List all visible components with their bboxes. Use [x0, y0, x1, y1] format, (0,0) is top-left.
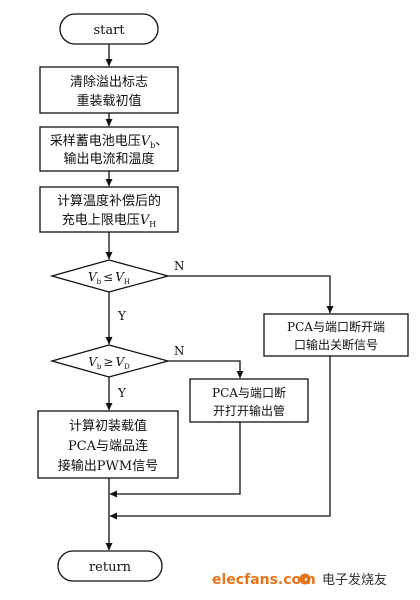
port-cut-line1: PCA与端口断开端 — [287, 319, 385, 334]
decision1-condition: Vb≤VH — [88, 270, 130, 286]
clear-overflow-line2: 重装载初值 — [76, 93, 141, 109]
pwm-line2: PCA与端品连 — [68, 438, 148, 454]
port-cut-line2: 口输出关断信号 — [294, 337, 378, 352]
arrow-open-to-merge — [109, 422, 241, 498]
decision1-no-label: N — [174, 259, 185, 273]
watermark-brand: elecfans.com — [212, 572, 316, 588]
arrow-cut-to-merge — [109, 356, 331, 520]
decision2-condition: Vb≥VD — [88, 355, 130, 371]
port-open-box — [189, 378, 309, 423]
watermark-chinese: 电子发烧友 — [322, 572, 387, 588]
port-open-line2: 开打开输出管 — [213, 403, 285, 418]
sample-line1: 采样蓄电池电压Vb、 — [50, 134, 169, 150]
watermark: elecfans.com 电子发烧友 — [212, 572, 387, 588]
return-terminal — [57, 550, 163, 582]
compute-vh-line1: 计算温度补偿后的 — [57, 193, 161, 209]
decision1-yes-label: Y — [117, 309, 127, 323]
pwm-output-box — [37, 410, 179, 479]
return-label: return — [89, 560, 132, 575]
arrow-decision1-no — [168, 275, 334, 314]
pwm-line1: 计算初装载值 — [69, 418, 147, 434]
decision2-no-label: N — [174, 344, 185, 358]
pwm-line3: 接输出PWM信号 — [58, 458, 158, 474]
port-open-line1: PCA与端口断 — [212, 385, 286, 400]
port-cut-box — [263, 313, 409, 357]
clear-overflow-line1: 清除溢出标志 — [70, 75, 148, 90]
compute-vh-line2: 充电上限电压VH — [62, 212, 156, 229]
start-label: start — [93, 23, 125, 38]
sample-line2: 输出电流和温度 — [63, 151, 154, 167]
decision2-yes-label: Y — [117, 386, 127, 400]
arrow-decision2-no — [168, 360, 244, 379]
